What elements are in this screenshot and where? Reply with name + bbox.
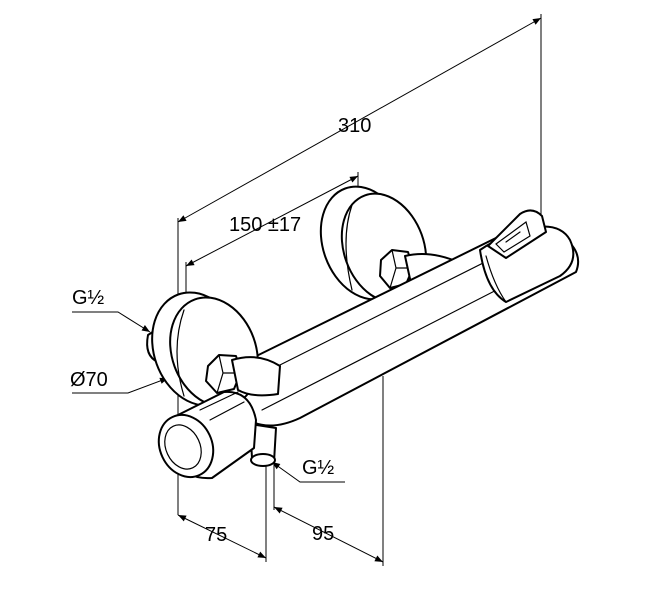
dim-label-310: 310 (338, 115, 371, 137)
dim-line-150 (185, 175, 359, 267)
dim-label-escutcheon-diameter: Ø70 (70, 369, 108, 391)
leader-inlet-thread (72, 311, 151, 333)
dim-label-inlet-thread: G½ (72, 287, 105, 309)
leader-outlet-thread (271, 461, 345, 483)
dim-label-75: 75 (205, 524, 227, 546)
front-wall-escutcheon (146, 291, 281, 408)
leader-escutcheon (72, 377, 169, 394)
dim-label-95: 95 (312, 523, 334, 545)
dim-label-150: 150 ±17 (229, 214, 301, 236)
temperature-handle (157, 390, 257, 480)
dim-line-75 (177, 514, 267, 559)
dimension-lines (72, 17, 542, 563)
dim-line-95 (273, 506, 384, 563)
dimension-labels: 310 150 ±17 G½ Ø70 G½ 75 95 (70, 115, 371, 546)
dim-label-outlet-thread: G½ (302, 457, 335, 479)
bottom-outlet (249, 423, 277, 467)
